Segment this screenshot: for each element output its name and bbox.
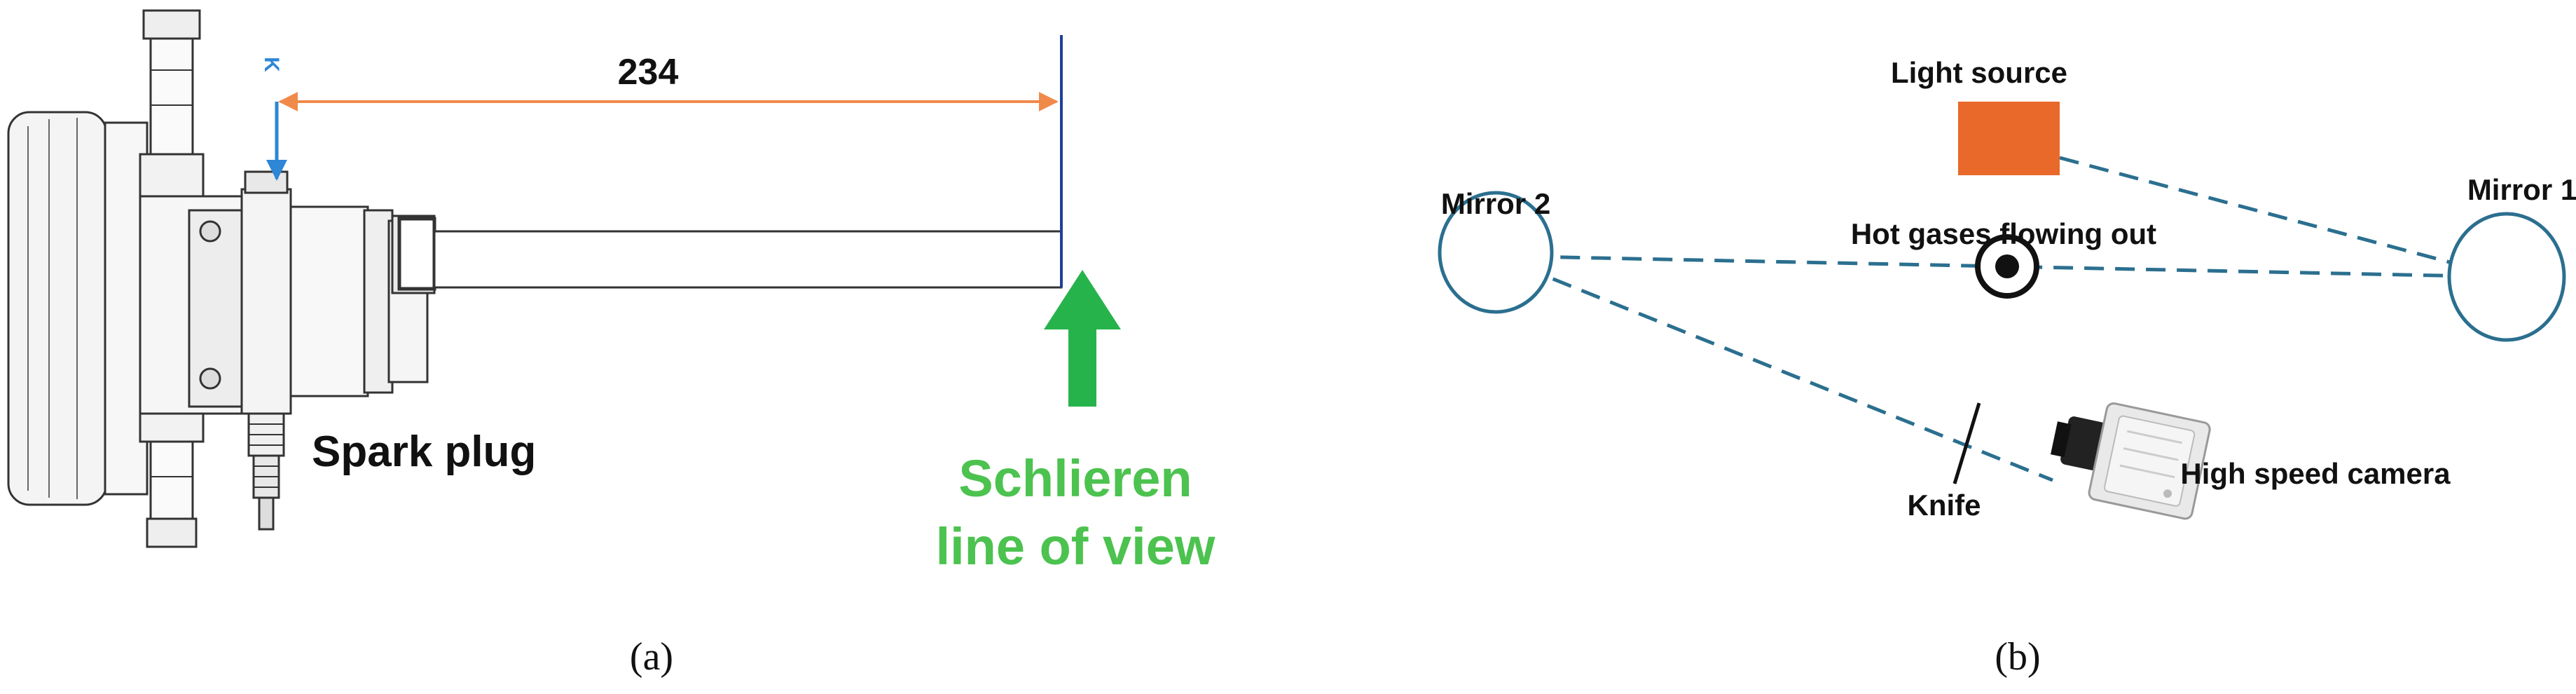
caption-b: (b) <box>1995 635 2040 679</box>
mirror-1-label: Mirror 1 <box>2467 173 2576 206</box>
knife-label: Knife <box>1908 489 1981 522</box>
mirror-1 <box>2447 212 2566 342</box>
light-source-label: Light source <box>1891 56 2067 89</box>
knife-edge <box>1952 402 1981 484</box>
beam-mirror2-to-camera <box>1495 254 2053 482</box>
light-source-block <box>1958 102 2060 175</box>
hot-gas-outlet-core <box>1995 254 2019 278</box>
mirror-2 <box>1438 191 1554 314</box>
chamber-assembly-drawing <box>7 9 1063 548</box>
marker-letter: K <box>260 57 283 72</box>
spark-plug-housing <box>240 188 292 415</box>
mirror-2-label: Mirror 2 <box>1441 187 1550 220</box>
high-speed-camera <box>2051 402 2211 520</box>
main-tube <box>433 230 1063 289</box>
camera-label: High speed camera <box>2180 457 2451 490</box>
schlieren-view-arrow <box>1044 270 1121 407</box>
side-body <box>289 205 369 397</box>
panel-b: Light source Mirror 2 Mirror 1 Hot gases… <box>1438 56 2576 679</box>
schlieren-label-line1: Schlieren <box>958 449 1192 508</box>
schlieren-label-line2: line of view <box>936 517 1215 576</box>
dimension-value: 234 <box>618 52 679 93</box>
flange-disk <box>7 111 108 506</box>
spark-plug-label: Spark plug <box>312 428 536 476</box>
caption-a: (a) <box>630 635 673 679</box>
hot-gases-label: Hot gases flowing out <box>1851 217 2156 250</box>
beam-source-to-mirror1 <box>2059 156 2505 279</box>
panel-a: 234 K Spark plug Schlieren line of view … <box>7 9 1215 679</box>
beam-paths <box>1495 156 2505 482</box>
